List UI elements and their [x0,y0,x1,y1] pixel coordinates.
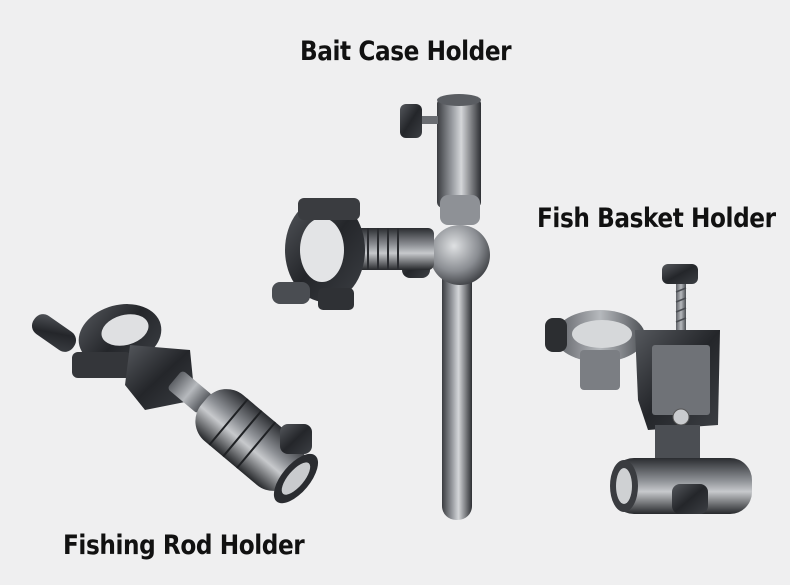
fish-basket-holder-label: Fish Basket Holder [537,203,776,234]
bait-case-holder-label: Bait Case Holder [300,36,512,67]
fishing-rod-holder-product [31,304,319,504]
fishing-rod-holder-label: Fishing Rod Holder [63,530,305,561]
bait-case-holder-product [272,94,490,520]
fish-basket-holder-product [545,264,752,514]
